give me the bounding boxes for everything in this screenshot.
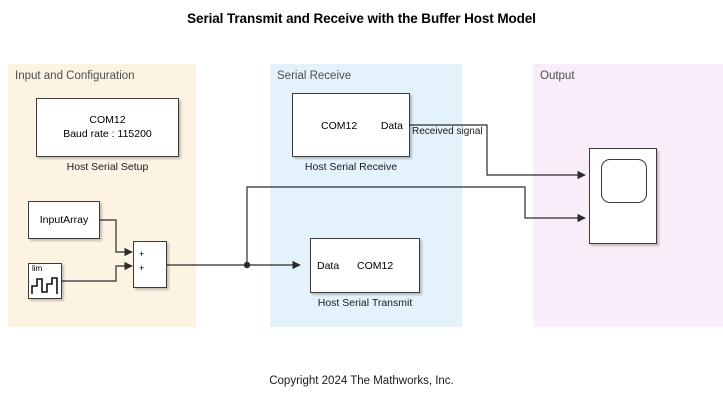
- scope-screen: [601, 159, 647, 203]
- host-serial-transmit-port-left: Data: [317, 260, 340, 272]
- region-label-output: Output: [540, 70, 575, 82]
- region-label-input-and-configuration: Input and Configuration: [15, 70, 135, 82]
- caption-host-serial-setup: Host Serial Setup: [66, 161, 149, 173]
- copyright-text: Copyright 2024 The Mathworks, Inc.: [269, 375, 454, 387]
- wire-branch-to-scope: [246, 186, 586, 265]
- block-host-serial-receive[interactable]: COM12 Data: [292, 93, 410, 157]
- caption-host-serial-transmit: Host Serial Transmit: [317, 297, 413, 309]
- wire-repseq-to-sum: [62, 261, 133, 282]
- caption-host-serial-receive: Host Serial Receive: [304, 161, 398, 173]
- wire-inputarray-to-sum: [100, 219, 133, 257]
- input-array-label: InputArray: [39, 214, 89, 226]
- host-serial-receive-port-left: COM12: [321, 120, 358, 132]
- sum-sign-1: +: [139, 249, 145, 259]
- page-title: Serial Transmit and Receive with the Buf…: [187, 11, 536, 26]
- block-sum[interactable]: + +: [133, 241, 167, 288]
- host-serial-receive-port-right: Data: [380, 120, 403, 132]
- sum-sign-2: +: [139, 263, 145, 273]
- host-serial-transmit-port-right: COM12: [357, 260, 394, 272]
- wire-received-signal-to-scope: [410, 124, 586, 180]
- wire-label-received-signal: Received signal: [412, 126, 483, 137]
- staircase-waveform-icon: [31, 277, 58, 294]
- host-serial-setup-line2: Baud rate : 115200: [63, 128, 152, 140]
- host-serial-setup-line1: COM12: [89, 114, 126, 126]
- block-input-array[interactable]: InputArray: [28, 201, 100, 239]
- block-host-serial-transmit[interactable]: Data COM12: [310, 238, 420, 293]
- block-scope[interactable]: [589, 148, 657, 244]
- repeating-sequence-lim-label: lim: [32, 264, 43, 273]
- region-label-serial-receive: Serial Receive: [277, 70, 352, 82]
- block-host-serial-setup[interactable]: COM12 Baud rate : 115200: [36, 98, 179, 157]
- block-repeating-sequence[interactable]: lim: [28, 263, 62, 299]
- wire-junction-dot: [243, 261, 251, 269]
